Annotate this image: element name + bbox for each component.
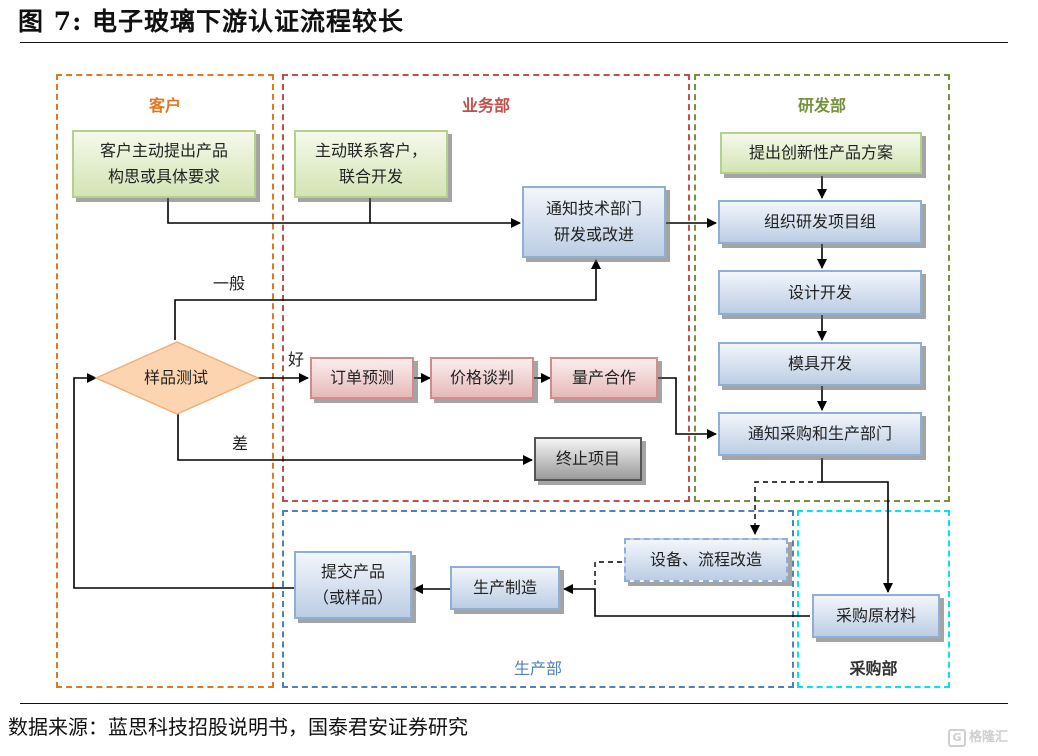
node-notify-tech: 通知技术部门 研发或改进 xyxy=(522,186,666,258)
source-divider xyxy=(20,703,1008,704)
node-equipment-retrofit: 设备、流程改造 xyxy=(624,538,788,582)
source-note: 数据来源：蓝思科技招股说明书，国泰君安证券研究 xyxy=(8,715,468,739)
edge-label-poor: 差 xyxy=(232,434,249,453)
node-mass-production: 量产合作 xyxy=(550,357,658,399)
node-customer-request: 客户主动提出产品 构思或具体要求 xyxy=(72,130,256,198)
zone-label-customer: 客户 xyxy=(148,96,181,115)
zone-label-rnd: 研发部 xyxy=(797,96,846,115)
title-divider xyxy=(20,42,1008,43)
zone-label-production: 生产部 xyxy=(513,659,562,678)
node-purchase-materials: 采购原材料 xyxy=(812,594,940,638)
zone-label-sales: 业务部 xyxy=(461,96,510,115)
zone-label-procurement: 采购部 xyxy=(849,659,898,678)
edge-label-general: 一般 xyxy=(213,274,246,293)
node-price-negotiation: 价格谈判 xyxy=(430,357,534,399)
node-manufacturing: 生产制造 xyxy=(450,566,560,610)
node-contact-customer: 主动联系客户， 联合开发 xyxy=(294,130,448,198)
node-propose-solution: 提出创新性产品方案 xyxy=(720,132,922,174)
edge-label-good: 好 xyxy=(288,350,305,369)
node-organize-team: 组织研发项目组 xyxy=(718,200,922,244)
node-terminate: 终止项目 xyxy=(534,437,642,481)
node-notify-procurement: 通知采购和生产部门 xyxy=(718,412,922,456)
node-order-forecast: 订单预测 xyxy=(310,357,414,399)
node-submit-product: 提交产品 （或样品） xyxy=(294,551,412,619)
node-mold-dev: 模具开发 xyxy=(718,342,922,386)
watermark-text: 格隆汇 xyxy=(969,730,1009,745)
node-design-dev: 设计开发 xyxy=(718,270,922,315)
node-sample-test: 样品测试 xyxy=(143,368,208,387)
figure-title: 图 7: 电子玻璃下游认证流程较长 xyxy=(18,7,405,36)
watermark-logo-icon: G xyxy=(948,728,966,747)
